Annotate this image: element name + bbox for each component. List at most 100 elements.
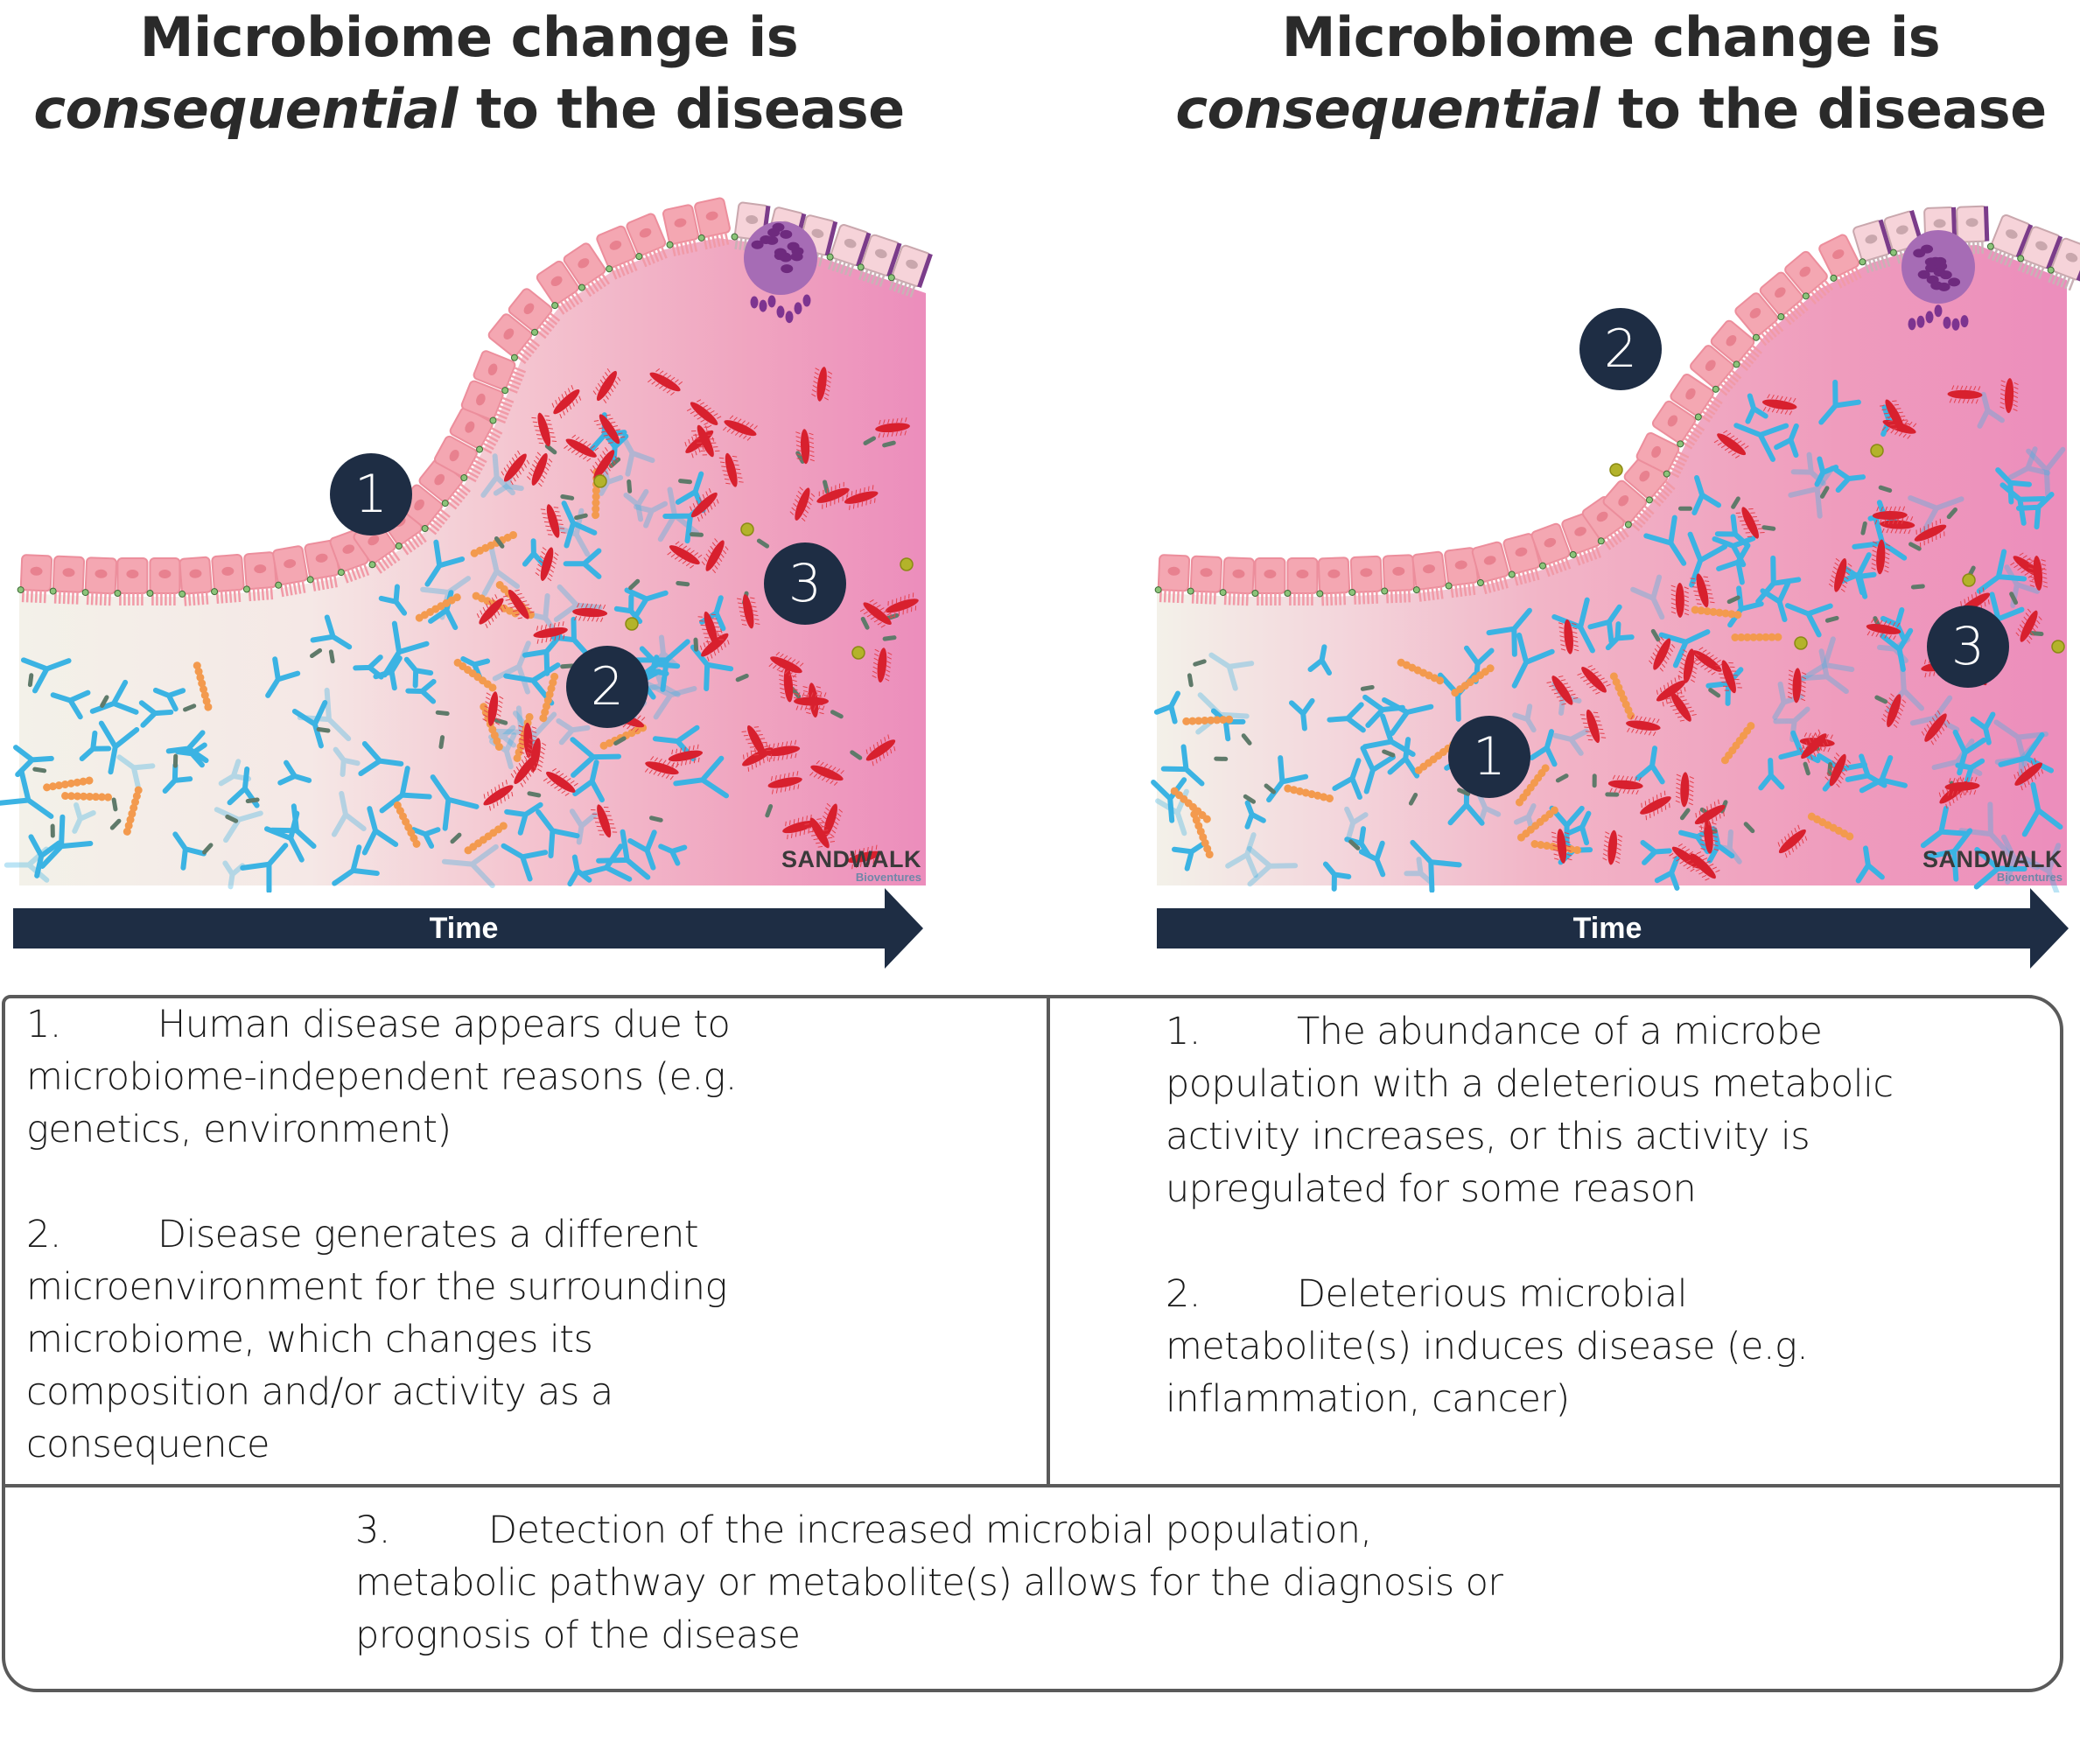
commensal-bacteria-icon bbox=[227, 766, 260, 808]
metabolite-icon bbox=[1794, 636, 1808, 650]
commensal-bacteria-icon bbox=[378, 584, 408, 616]
rod-bacteria-icon bbox=[50, 823, 55, 838]
commensal-bacteria-icon bbox=[98, 720, 140, 775]
item-number: 2. bbox=[26, 1213, 61, 1256]
pathogen-bacteria-icon bbox=[844, 485, 879, 510]
commensal-bacteria-icon bbox=[1410, 839, 1462, 892]
commensal-bacteria-icon bbox=[1512, 704, 1537, 733]
commensal-bacteria-icon bbox=[556, 718, 591, 746]
epithelial-cell bbox=[1316, 556, 1351, 606]
rod-bacteria-icon bbox=[1803, 761, 1810, 776]
commensal-bacteria-icon bbox=[1322, 861, 1352, 892]
pathogen-bacteria-icon bbox=[502, 589, 535, 620]
pathogen-bacteria-icon bbox=[1947, 385, 1983, 404]
epithelial-cell bbox=[1710, 319, 1762, 372]
commensal-bacteria-icon bbox=[480, 453, 515, 498]
watermark-sub: Bioventures bbox=[855, 871, 921, 884]
title-line-2: consequential to the disease bbox=[1142, 74, 2080, 145]
epithelial-cell bbox=[887, 244, 933, 298]
commensal-bacteria-icon bbox=[1920, 805, 1968, 849]
rod-bacteria-icon bbox=[438, 735, 445, 749]
commensal-bacteria-icon bbox=[1160, 744, 1205, 787]
title-line-1: Microbiome change is bbox=[139, 5, 799, 69]
rod-bacteria-icon bbox=[1348, 839, 1361, 850]
commensal-bacteria-icon bbox=[1710, 829, 1742, 864]
commensal-bacteria-icon bbox=[1745, 393, 1768, 424]
item-text: prognosis of the disease bbox=[355, 1614, 801, 1657]
metabolite-icon bbox=[1870, 444, 1884, 458]
commensal-bacteria-icon bbox=[277, 760, 312, 786]
commensal-bacteria-icon bbox=[1818, 379, 1861, 425]
commensal-bacteria-icon bbox=[634, 500, 669, 528]
step-badge-3: 3 bbox=[764, 542, 846, 625]
commensal-bacteria-icon bbox=[1511, 632, 1555, 689]
rod-bacteria-icon bbox=[1457, 788, 1471, 796]
pathogen-bacteria-icon bbox=[1677, 648, 1700, 683]
commensal-bacteria-icon bbox=[1640, 839, 1672, 865]
chain-bacteria-icon bbox=[1182, 715, 1234, 725]
list-item: 1.Human disease appears due to microbiom… bbox=[26, 998, 1033, 1156]
epithelial-cell bbox=[1530, 522, 1572, 578]
pathogen-bacteria-icon bbox=[1715, 660, 1742, 694]
commensal-bacteria-icon bbox=[382, 620, 430, 678]
commensal-bacteria-icon bbox=[1587, 604, 1622, 644]
epithelial-cell bbox=[857, 234, 902, 287]
pathogen-bacteria-icon bbox=[697, 611, 724, 646]
pathogen-bacteria-icon bbox=[572, 603, 608, 622]
commensal-bacteria-icon bbox=[297, 687, 352, 742]
title-italic-word: consequential bbox=[1175, 77, 1600, 141]
pathogen-bacteria-icon bbox=[1787, 668, 1807, 704]
metabolite-icon bbox=[900, 557, 914, 571]
arrow-head-icon bbox=[885, 888, 923, 969]
item-text: metabolic pathway or metabolite(s) allow… bbox=[355, 1561, 1503, 1605]
pathogen-bacteria-icon bbox=[590, 447, 619, 482]
commensal-bacteria-icon bbox=[1908, 495, 1964, 536]
commensal-bacteria-icon bbox=[172, 831, 207, 871]
rod-bacteria-icon bbox=[527, 791, 542, 798]
pathogen-bacteria-icon bbox=[476, 594, 507, 629]
rod-bacteria-icon bbox=[882, 635, 897, 641]
pathogen-bacteria-icon bbox=[1602, 830, 1623, 865]
commensal-bacteria-icon bbox=[1814, 456, 1839, 487]
rod-bacteria-icon bbox=[628, 578, 641, 591]
commensal-bacteria-icon bbox=[4, 846, 50, 883]
epithelial-cell bbox=[449, 407, 503, 454]
rod-bacteria-icon bbox=[544, 444, 557, 455]
pathogen-bacteria-icon bbox=[1880, 399, 1910, 430]
commensal-bacteria-icon bbox=[50, 690, 91, 720]
chain-bacteria-icon bbox=[1451, 664, 1495, 697]
commensal-bacteria-icon bbox=[1153, 690, 1181, 724]
commensal-bacteria-icon bbox=[561, 500, 598, 549]
commensal-bacteria-icon bbox=[1758, 757, 1785, 791]
chain-bacteria-icon bbox=[1807, 812, 1854, 841]
epithelial-cell bbox=[1348, 555, 1383, 605]
commensal-bacteria-icon bbox=[265, 656, 301, 698]
commensal-bacteria-icon bbox=[152, 687, 186, 712]
rod-bacteria-icon bbox=[1360, 684, 1375, 691]
title-rest: to the disease bbox=[457, 77, 905, 141]
pathogen-bacteria-icon bbox=[809, 760, 844, 786]
commensal-bacteria-icon bbox=[1246, 845, 1299, 887]
epithelial-cell bbox=[1690, 345, 1742, 396]
rod-bacteria-icon bbox=[1743, 822, 1755, 834]
rod-bacteria-icon bbox=[574, 513, 588, 521]
commensal-bacteria-icon bbox=[1552, 728, 1589, 756]
item-text: activity increases, or this activity is bbox=[1166, 1115, 1810, 1158]
commensal-bacteria-icon bbox=[441, 844, 499, 889]
pathogen-bacteria-icon bbox=[686, 399, 722, 429]
commensal-bacteria-icon bbox=[613, 593, 643, 625]
chain-bacteria-icon bbox=[1516, 806, 1558, 842]
pathogen-bacteria-icon bbox=[593, 414, 626, 444]
pathogen-bacteria-icon bbox=[1761, 394, 1797, 416]
rod-bacteria-icon bbox=[860, 616, 870, 630]
item-text: inflammation, cancer) bbox=[1166, 1377, 1570, 1421]
epithelial-cell bbox=[2047, 237, 2080, 291]
commensal-bacteria-icon bbox=[1358, 840, 1386, 878]
epithelial-cell bbox=[17, 554, 53, 604]
commensal-bacteria-icon bbox=[379, 766, 432, 814]
commensal-bacteria-icon bbox=[1733, 423, 1789, 462]
chain-bacteria-icon bbox=[43, 776, 94, 792]
watermark-main: SANDWALK bbox=[1922, 846, 2062, 872]
chain-bacteria-icon bbox=[470, 530, 518, 557]
time-label: Time bbox=[1572, 912, 1642, 945]
